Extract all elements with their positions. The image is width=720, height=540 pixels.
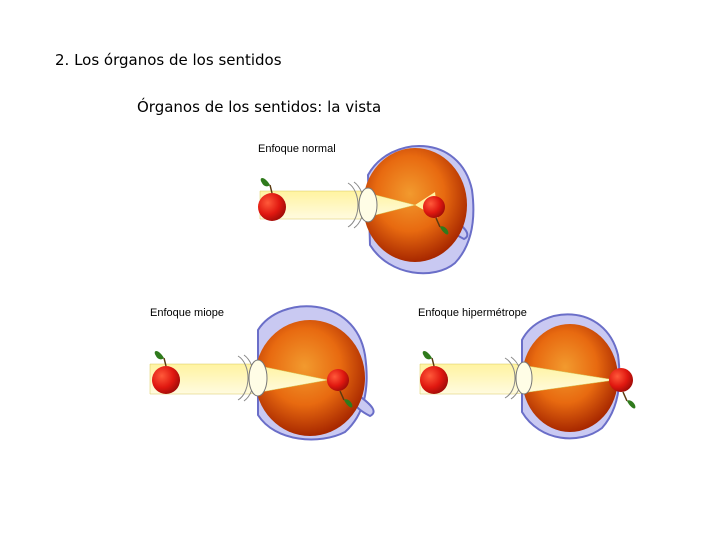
diagram-enfoque-miope: [140, 300, 390, 445]
apple-icon: [420, 351, 448, 394]
caption-enfoque-hipermetrope: Enfoque hipermétrope: [418, 307, 527, 319]
diagram-enfoque-hipermetrope: [410, 300, 650, 445]
caption-enfoque-normal: Enfoque normal: [258, 143, 336, 155]
slide-subheading: Órganos de los sentidos: la vista: [137, 98, 382, 116]
apple-icon: [609, 368, 636, 409]
caption-enfoque-miope: Enfoque miope: [150, 307, 224, 319]
apple-icon: [258, 178, 286, 221]
apple-icon: [423, 196, 449, 235]
apple-icon: [152, 351, 180, 394]
diagram-enfoque-normal: [250, 135, 490, 280]
apple-icon: [327, 369, 353, 408]
slide-heading: 2. Los órganos de los sentidos: [55, 51, 282, 69]
